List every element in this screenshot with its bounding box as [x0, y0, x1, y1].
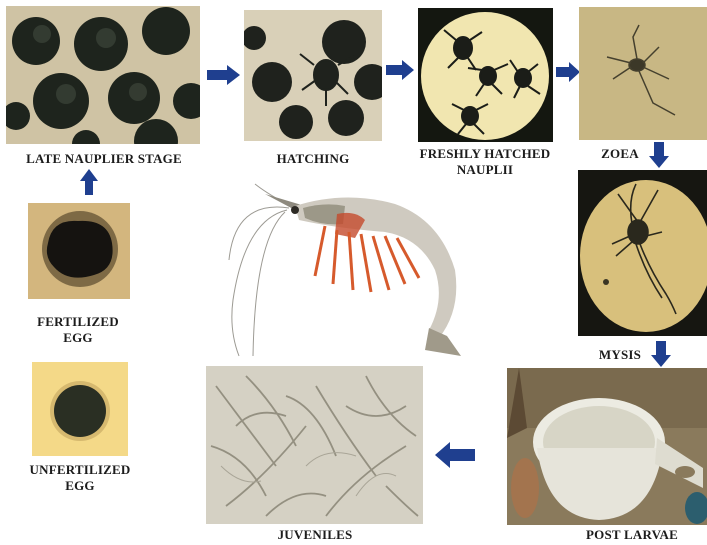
arrow-down-icon	[649, 142, 669, 168]
late-nauplier-stage-label: LATE NAUPLIER STAGE	[4, 151, 204, 167]
juveniles-photo	[206, 366, 423, 524]
arrow-left-icon	[435, 442, 475, 468]
zoea-label: ZOEA	[590, 146, 650, 162]
mysis-photo	[578, 170, 707, 336]
arrow-down-icon	[651, 341, 671, 367]
arrow-up-icon	[80, 169, 98, 195]
arrow-right-icon	[556, 62, 580, 82]
post-larvae-photo	[507, 368, 707, 525]
post-larvae-label: POST LARVAE	[562, 527, 702, 543]
arrow-right-icon	[386, 60, 414, 80]
arrow-right-icon	[207, 65, 240, 85]
juveniles-label: JUVENILES	[250, 527, 380, 543]
unfertilized-egg-label: UNFERTILIZED EGG	[18, 462, 142, 494]
mysis-label: MYSIS	[590, 347, 650, 363]
fertilized-egg-photo	[28, 203, 130, 299]
late-nauplier-stage-photo	[6, 6, 200, 144]
hatching-label: HATCHING	[244, 151, 382, 167]
freshly-hatched-nauplii-label: FRESHLY HATCHED NAUPLII	[410, 146, 560, 178]
adult-shrimp-photo	[225, 180, 471, 358]
unfertilized-egg-photo	[32, 362, 128, 456]
freshly-hatched-nauplii-photo	[418, 8, 553, 142]
fertilized-egg-label: FERTILIZED EGG	[18, 314, 138, 346]
zoea-photo	[579, 7, 707, 140]
hatching-photo	[244, 10, 382, 141]
